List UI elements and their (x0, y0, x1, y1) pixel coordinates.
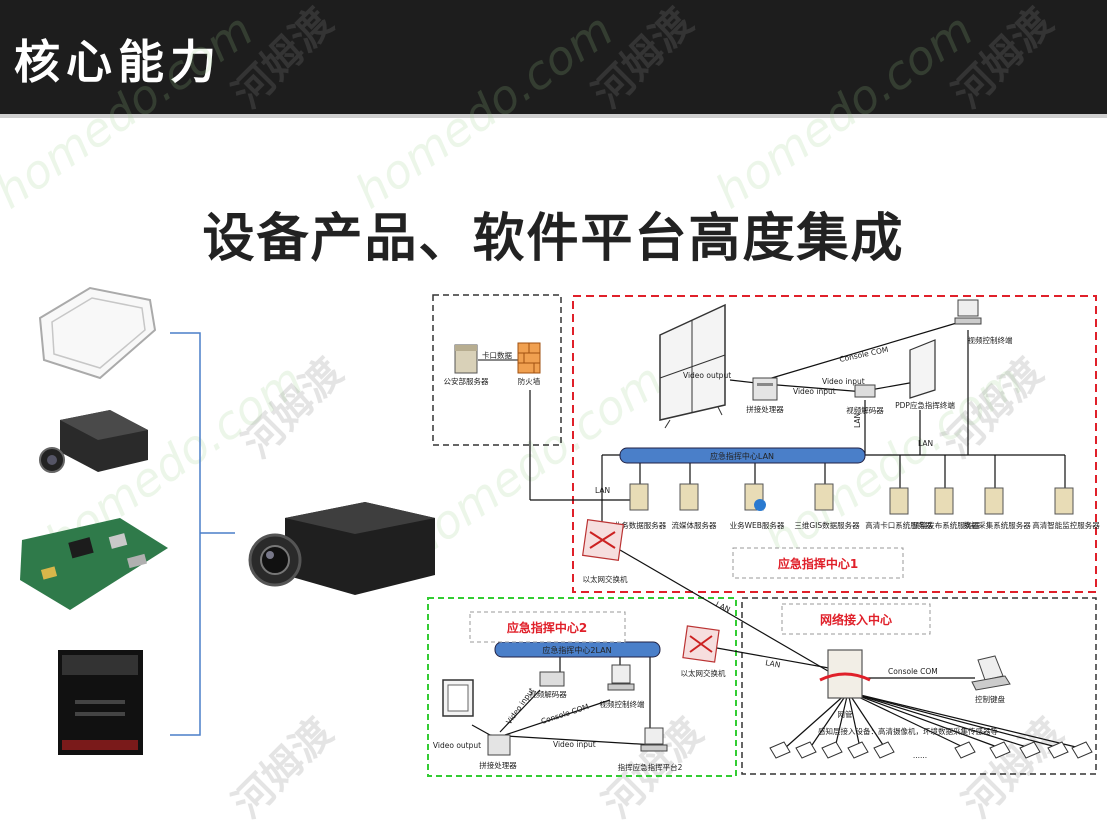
circuit-board-image (20, 518, 168, 610)
rfid-card-image (38, 286, 157, 380)
watermark-text: homedo.com (0, 2, 263, 219)
center2-video-input-a: Video input (504, 686, 536, 726)
center1-video-input-b: Video input (822, 377, 865, 386)
access-lan-label2: LAN (765, 658, 781, 669)
center1-video-terminal-label: 视频控制终端 (968, 335, 1013, 345)
center2-switch-icon (682, 625, 720, 663)
center2-switch-label: 以太网交换机 (681, 668, 726, 678)
center1-zone (572, 295, 1097, 593)
center1-lan-label2: LAN (918, 439, 933, 448)
pdp-terminal-label: PDP应急指挥终端 (895, 400, 955, 410)
police-zone (432, 294, 562, 446)
center1-lan-label: LAN (595, 486, 610, 495)
center1-console: Console COM (839, 345, 890, 364)
watermark-text: homedo.com (705, 2, 982, 219)
card-data-label: 卡口数据 (482, 350, 512, 360)
sensor-ellipsis: ...... (913, 751, 927, 760)
access-title: 网络接入中心 (820, 612, 892, 627)
police-server-icon (454, 344, 478, 374)
center2-monitor-icon (442, 679, 474, 717)
sensors-label: 感知层接入设备：高清摄像机，环境数据采集传感器等 (818, 726, 998, 736)
access-title-box (781, 603, 931, 635)
decoder-icon (854, 384, 876, 398)
center2-video-terminal-label: 视频控制终端 (600, 699, 645, 709)
center1-lan-label: 应急指挥中心LAN (710, 451, 774, 461)
header-bar: 核心能力 (0, 0, 1107, 118)
watermark-text-cn: 河姆渡 (225, 710, 342, 827)
keyboard-label: 控制键盘 (975, 694, 1005, 704)
access-console: Console COM (888, 667, 938, 676)
hd-camera-image (248, 502, 435, 595)
center2-platform-icon (640, 727, 668, 752)
watermark-text: homedo.com (345, 2, 622, 219)
center1-switch-label: 以太网交换机 (583, 574, 628, 584)
server-label: 高清卡口系统服务器 (865, 520, 933, 530)
center1-video-output: Video output (683, 371, 731, 380)
center2-splicer-label: 拼接处理器 (479, 760, 517, 770)
center2-splicer-icon (487, 734, 511, 756)
sensor-camera-icons (769, 741, 1093, 759)
bracket (170, 332, 235, 736)
server-icons (629, 483, 1074, 515)
center1-decoder-label: 视频解码器 (846, 405, 884, 415)
police-server-label: 公安部服务器 (444, 376, 489, 386)
keyboard-icon (971, 655, 1011, 691)
industrial-camera-image (39, 410, 148, 473)
server-label: 业务数据服务器 (614, 520, 667, 530)
center2-title: 应急指挥中心2 (507, 620, 587, 635)
center1-title-box (732, 547, 904, 579)
center1-lan-vertical: LAN (853, 413, 862, 428)
center2-video-terminal-icon (607, 664, 635, 691)
server-label: 数据采集系统服务器 (963, 520, 1031, 530)
gateway-label: 网管 (838, 709, 853, 719)
video-wall-icon (659, 303, 726, 429)
server-label: 业务WEB服务器 (730, 520, 785, 530)
server-label: 高清智能监控服务器 (1032, 520, 1100, 530)
center2-title-box (469, 611, 626, 643)
center1-video-input-a: Video input (793, 387, 836, 396)
center2-platform-label: 指挥应急指挥平台2 (618, 762, 683, 772)
slide-subtitle: 设备产品、软件平台高度集成 (202, 209, 905, 269)
center2-lan-label: 应急指挥中心2LAN (542, 645, 611, 655)
server-label: 三维GIS数据服务器 (794, 520, 860, 530)
access-lan-label: LAN (714, 600, 731, 615)
center2-decoder-label: 视频解码器 (529, 689, 567, 699)
center2-zone (427, 597, 737, 777)
center1-switch-icon (581, 518, 625, 562)
pc-tower-image (58, 650, 143, 755)
header-title: 核心能力 (14, 35, 222, 89)
gateway-icon (819, 649, 871, 699)
pdp-terminal-icon (909, 339, 936, 399)
server-label: 流媒体服务器 (672, 520, 717, 530)
server-label: 预警发布系统服务器 (912, 520, 980, 530)
center2-video-output: Video output (433, 741, 481, 750)
center2-console: Console COM (540, 702, 590, 726)
center2-decoder-icon (539, 671, 565, 687)
center1-title: 应急指挥中心1 (778, 556, 858, 571)
access-zone (741, 597, 1097, 775)
video-terminal-icon (954, 299, 982, 325)
center2-video-input-b: Video input (553, 740, 596, 749)
center1-splicer-label: 拼接处理器 (746, 404, 784, 414)
firewall-icon (517, 342, 541, 374)
center1-lan-bar (619, 447, 866, 464)
watermark: homedo.com homedo.com homedo.com homedo.… (0, 0, 1072, 827)
firewall-label: 防火墙 (518, 376, 541, 386)
connections (471, 321, 1081, 749)
splicer-icon (752, 377, 778, 401)
